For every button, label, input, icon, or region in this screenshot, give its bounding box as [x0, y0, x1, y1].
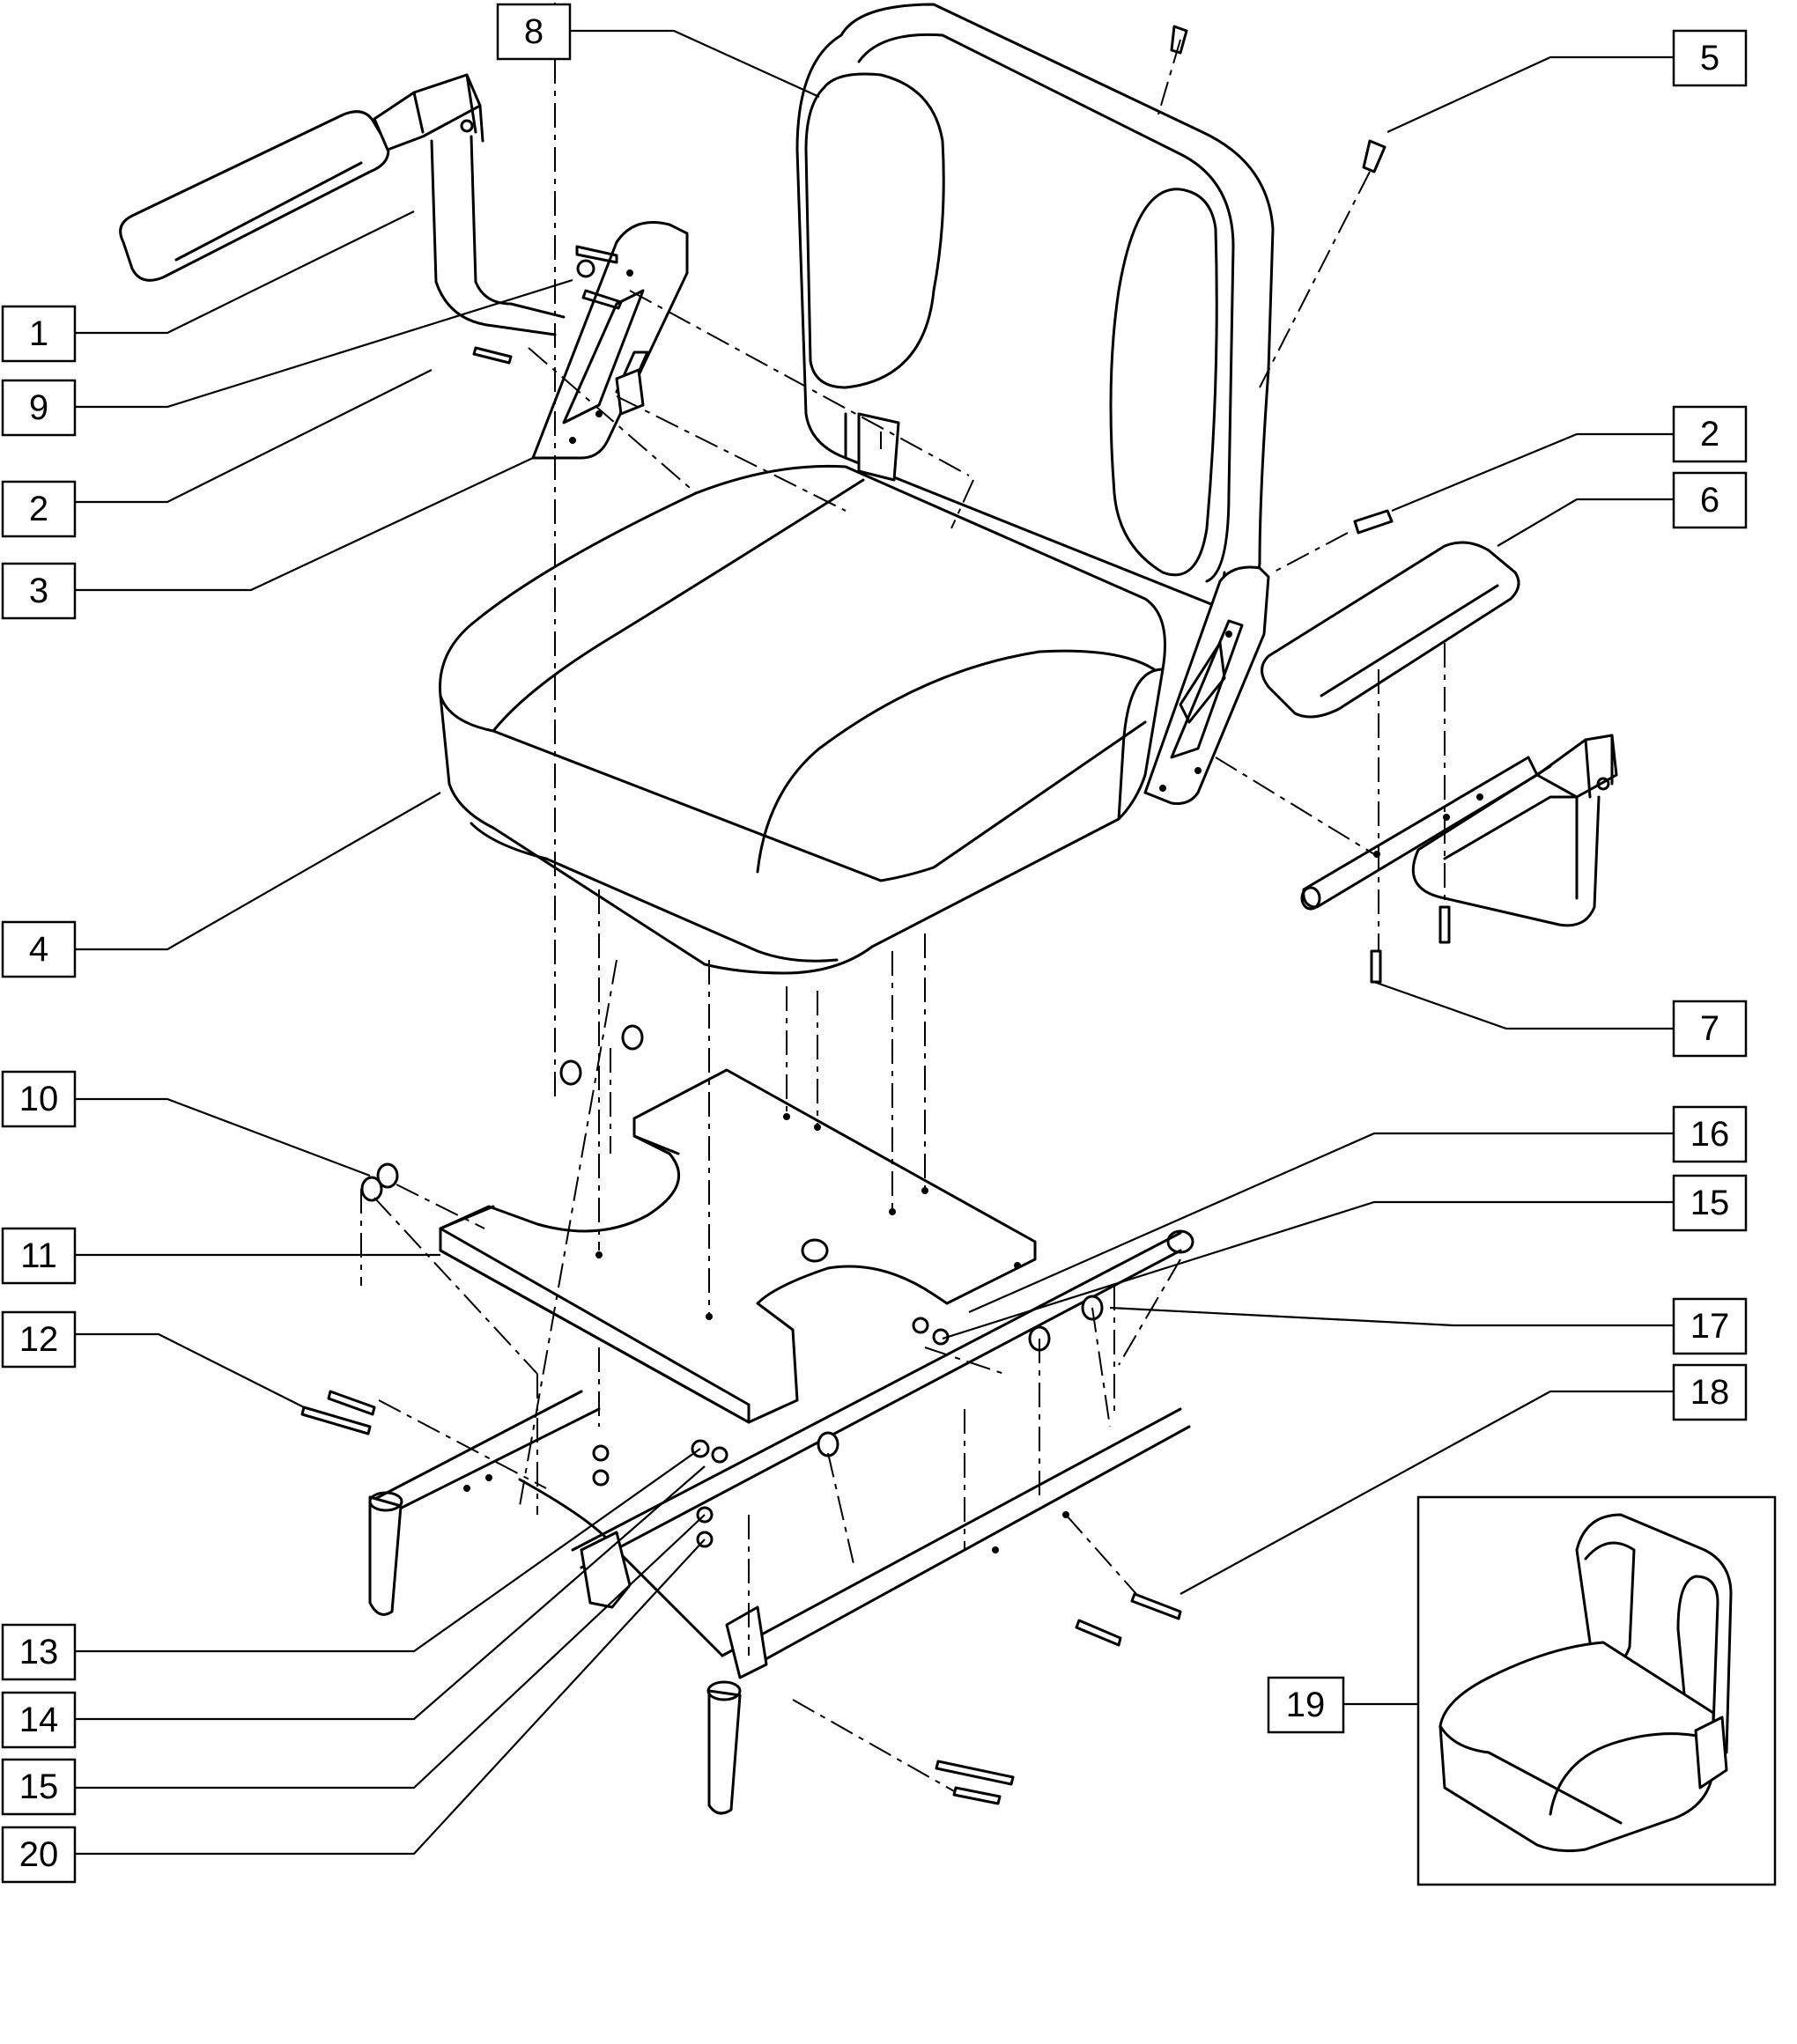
callout-2-left: 2	[1, 480, 77, 538]
callout-10: 10	[1, 1070, 77, 1128]
svg-text:3: 3	[29, 572, 48, 610]
svg-text:11: 11	[20, 1236, 57, 1275]
mounting-plate	[439, 1068, 1037, 1424]
base-frame	[368, 1229, 1194, 1815]
callout-6: 6	[1672, 471, 1748, 529]
callout-15-right: 15	[1672, 1174, 1748, 1232]
left-side-bracket	[531, 221, 689, 460]
right-armrest	[1261, 541, 1618, 927]
svg-text:5: 5	[1700, 39, 1719, 77]
callout-1: 1	[1, 305, 77, 363]
leader-lines	[75, 29, 1674, 1856]
callout-3: 3	[1, 562, 77, 620]
svg-text:2: 2	[29, 490, 48, 528]
callout-19: 19	[1267, 1676, 1345, 1734]
callout-8: 8	[496, 3, 572, 61]
svg-text:13: 13	[19, 1633, 59, 1671]
svg-text:15: 15	[19, 1767, 59, 1806]
callout-2-right: 2	[1672, 405, 1748, 463]
svg-text:18: 18	[1690, 1373, 1730, 1412]
callout-15-left: 15	[1, 1758, 77, 1816]
svg-text:10: 10	[19, 1080, 59, 1118]
callout-5: 5	[1672, 29, 1748, 87]
callout-18: 18	[1672, 1363, 1748, 1421]
callout-4: 4	[1, 920, 77, 978]
screws	[472, 25, 1451, 984]
inset-assembled-seat	[1416, 1495, 1777, 1886]
seat-back	[795, 3, 1275, 609]
callout-12: 12	[1, 1310, 77, 1369]
svg-text:14: 14	[19, 1701, 59, 1739]
svg-text:16: 16	[1690, 1115, 1730, 1154]
svg-text:15: 15	[1690, 1184, 1730, 1222]
svg-text:19: 19	[1286, 1686, 1326, 1724]
callout-9: 9	[1, 379, 77, 437]
assembly-centerlines	[360, 0, 1446, 1793]
bolts	[300, 1390, 1182, 1805]
svg-text:9: 9	[29, 388, 48, 427]
svg-text:17: 17	[1690, 1307, 1730, 1346]
callout-17: 17	[1672, 1297, 1748, 1355]
callout-13: 13	[1, 1623, 77, 1681]
svg-text:1: 1	[29, 314, 48, 353]
left-armrest	[119, 73, 566, 336]
svg-text:6: 6	[1700, 481, 1719, 520]
svg-text:8: 8	[524, 12, 544, 51]
callout-14: 14	[1, 1691, 77, 1749]
seat-cushion	[439, 464, 1166, 975]
right-side-bracket	[1143, 565, 1270, 805]
svg-text:4: 4	[29, 930, 48, 969]
callout-7: 7	[1672, 1000, 1748, 1058]
svg-text:20: 20	[19, 1835, 59, 1874]
callout-11: 11	[1, 1227, 77, 1285]
callout-20: 20	[1, 1826, 77, 1884]
svg-text:12: 12	[19, 1320, 59, 1359]
callout-16: 16	[1672, 1105, 1748, 1163]
svg-text:7: 7	[1700, 1009, 1719, 1048]
svg-text:2: 2	[1700, 415, 1719, 454]
